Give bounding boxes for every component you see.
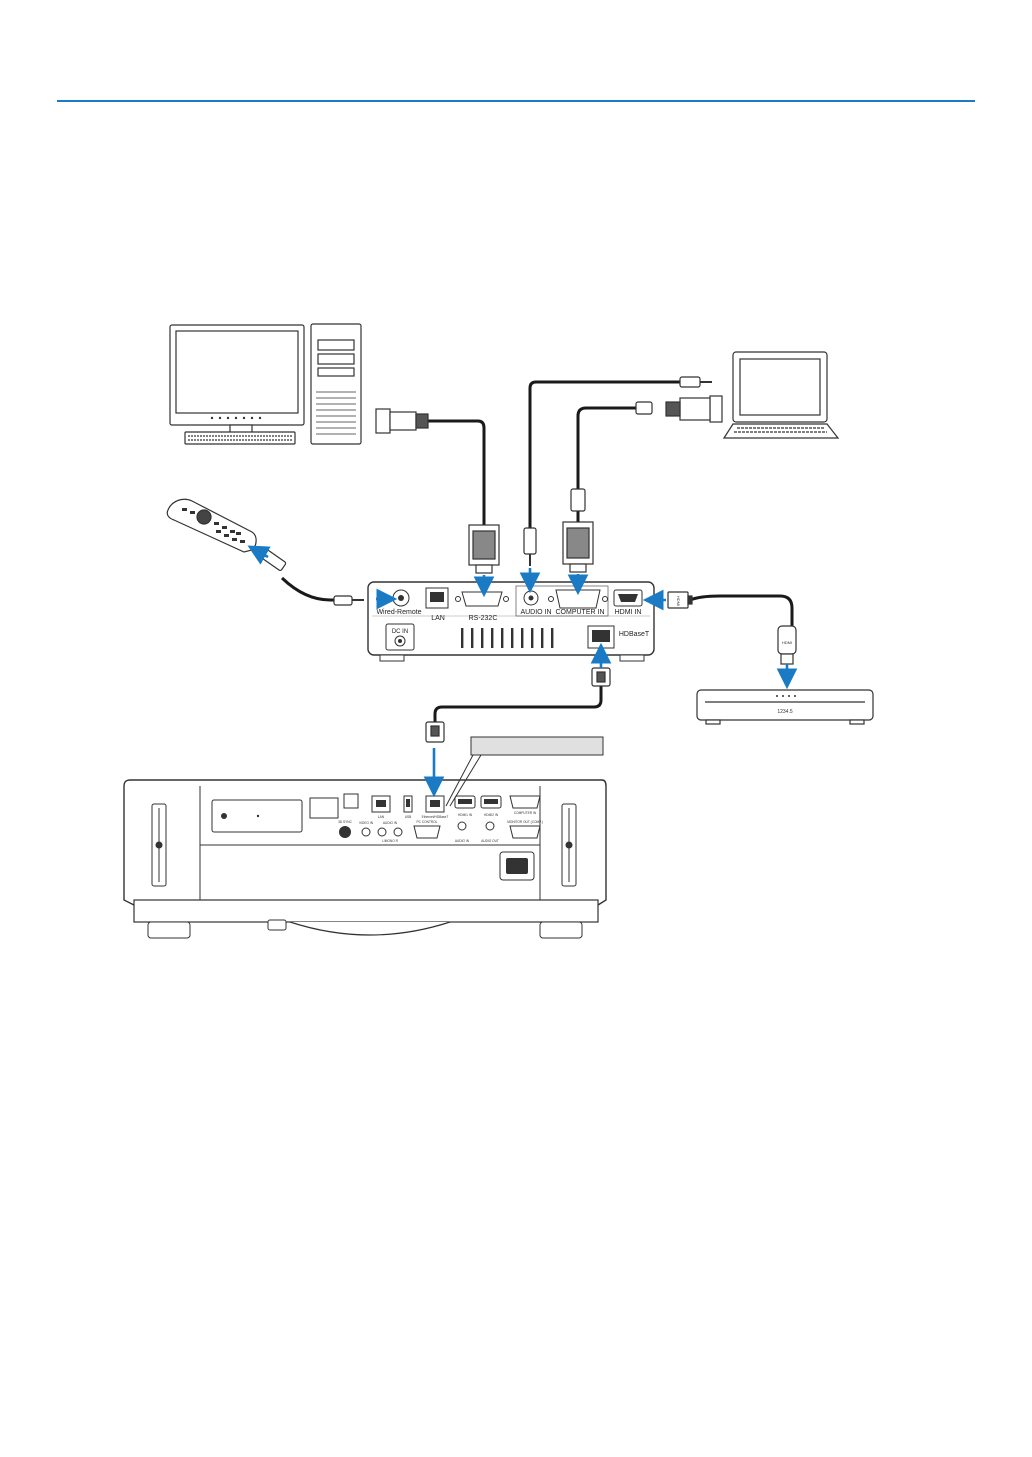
header-rule <box>57 100 975 102</box>
monitor-icon <box>169 324 305 434</box>
proj-label-usb: USB <box>405 815 412 819</box>
hdmi-plug-label: HDMI <box>676 596 681 606</box>
label-computer-in: COMPUTER IN <box>556 609 605 616</box>
label-dc-in: DC IN <box>392 629 408 635</box>
proj-label-audio-in2: AUDIO IN <box>455 839 470 843</box>
projector-usb-port <box>403 795 413 813</box>
keyboard-icon <box>184 431 296 445</box>
lan-plug-box <box>591 667 611 687</box>
desktop-computer <box>169 323 362 445</box>
vent-slots <box>461 628 554 648</box>
audio-plug-box <box>523 527 537 566</box>
vga-plug-laptop <box>635 395 723 423</box>
audio-plug-wired <box>333 595 364 606</box>
connectors: HDMI HDMI <box>257 376 797 743</box>
arrow-to-remote <box>247 545 271 565</box>
proj-label-video-in: VIDEO IN <box>359 821 374 825</box>
remote-cable <box>280 576 352 602</box>
tower-icon <box>310 323 362 445</box>
proj-label-pc-control: PC CONTROL <box>417 820 438 824</box>
proj-label-lan: LAN <box>378 815 385 819</box>
left-grille <box>151 803 167 887</box>
cables <box>280 380 794 722</box>
projector: LAN USB Ethernet/HDBaseT HDMI1 IN HDMI2 … <box>123 779 607 939</box>
proj-label-computer-in: COMPUTER IN <box>514 811 537 815</box>
ferrite-core <box>570 488 586 512</box>
projector-ac-inlet <box>499 851 535 881</box>
label-wired-remote: Wired-Remote <box>376 609 421 616</box>
hdmi-plug-label-2: HDMI <box>782 640 792 645</box>
player-display-label: 1234.5 <box>777 709 793 715</box>
proj-label-audio-out: AUDIO OUT <box>481 839 499 843</box>
box-hdbaset-port <box>587 625 615 649</box>
media-player-icon: 1234.5 <box>696 689 874 725</box>
proj-label-hdmi2: HDMI2 IN <box>484 813 499 817</box>
wired-remote-port <box>392 589 410 607</box>
ethernet-callout <box>445 736 604 807</box>
direction-arrows <box>247 545 798 798</box>
audio-plug-laptop <box>679 376 712 388</box>
projector-monitor-out-port <box>509 825 541 839</box>
label-rs232c: RS-232C <box>469 615 498 622</box>
hdmi-plug-player: HDMI <box>777 625 797 665</box>
rs232-plug-box <box>468 524 500 574</box>
box-lan-port <box>425 587 449 609</box>
hdmi-plug-box: HDMI <box>667 591 693 609</box>
projector-computer-in-port <box>509 795 541 809</box>
proj-label-monitor-out: MONITOR OUT (COMP.) <box>507 820 543 824</box>
projector-video-audio-ports <box>361 827 403 837</box>
proj-label-3d-sync: 3D SYNC <box>338 820 353 824</box>
box-hdmi-in-port <box>613 589 643 607</box>
box-audio-in-port <box>523 590 539 606</box>
right-grille <box>561 803 577 887</box>
audio-plug-remote <box>257 547 287 571</box>
vga-plug-pc <box>375 408 429 434</box>
projector-3d-sync-port <box>339 826 351 838</box>
projector-ethernet-port <box>425 795 445 813</box>
hdbaset-transmitter: Wired-Remote LAN RS-232C AUDIO IN COMPUT… <box>367 581 655 662</box>
vga-cable <box>576 406 638 522</box>
label-audio-in: AUDIO IN <box>520 609 551 616</box>
vga-plug-box <box>562 521 594 573</box>
box-dc-in-port <box>385 623 415 651</box>
projector-hdmi2-port <box>480 795 502 831</box>
label-hdbaset: HDBaseT <box>619 631 650 638</box>
label-hdmi-in: HDMI IN <box>615 609 642 616</box>
remote-control-icon <box>166 498 257 553</box>
projector-hdmi1-port <box>454 795 476 831</box>
hdmi-cable <box>689 594 794 626</box>
lan-plug-projector <box>425 721 445 743</box>
audio-cable <box>528 380 680 528</box>
proj-label-ethernet: Ethernet/HDBaseT <box>422 815 449 819</box>
proj-label-audio-in: AUDIO IN <box>383 821 398 825</box>
label-lan: LAN <box>431 615 445 622</box>
rs232-cable <box>428 419 486 525</box>
laptop-icon <box>722 351 840 439</box>
projector-lan-port <box>371 795 391 813</box>
proj-label-hdmi1: HDMI1 IN <box>458 813 473 817</box>
projector-pc-control-port <box>413 825 441 839</box>
proj-label-audio-lr: L/MONO R <box>382 839 398 843</box>
lan-cable <box>433 684 603 722</box>
